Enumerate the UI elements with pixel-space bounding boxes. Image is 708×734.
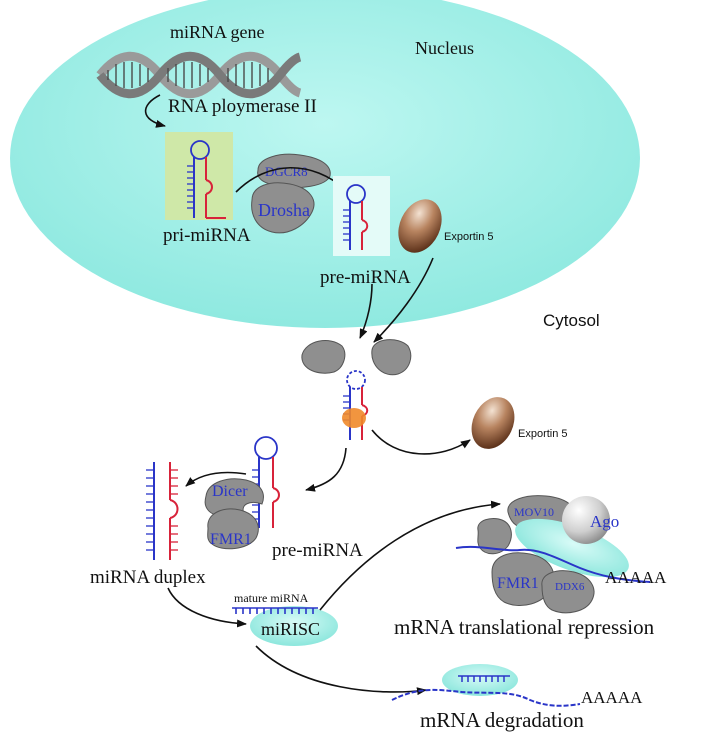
degradation-mirna <box>458 675 510 682</box>
pri-mirna-box <box>165 132 233 220</box>
pre-mirna-hairpin-cytosol <box>252 436 280 528</box>
dicer-label: Dicer <box>212 483 248 500</box>
dgcr8-protein <box>257 153 331 189</box>
nuclear-pore-right <box>371 339 412 376</box>
transcription-arrow <box>144 94 166 128</box>
ago-label: Ago <box>590 512 619 531</box>
mirisc-label: miRISC <box>261 619 320 639</box>
pri-mirna-label: pri-miRNA <box>163 225 251 246</box>
exportin5-mid-label: Exportin 5 <box>518 428 568 440</box>
small-protein <box>477 517 512 555</box>
drosha-label: Drosha <box>258 200 310 220</box>
degradation-arrow <box>255 645 427 696</box>
repression-arrow <box>319 500 501 611</box>
pre-mirna-nucleus-label: pre-miRNA <box>320 267 411 288</box>
translation-risc <box>515 518 629 578</box>
ran-gtp <box>342 408 366 428</box>
mature-mirna-strand <box>232 607 318 614</box>
drosha-protein <box>251 182 315 234</box>
dna-helix <box>96 51 302 99</box>
polya-bottom-label: AAAAA <box>581 688 643 707</box>
export-arrow-2 <box>373 257 434 343</box>
ddx6-label: DDX6 <box>555 581 585 593</box>
mov10-label: MOV10 <box>514 505 554 519</box>
dicer-protein <box>204 478 264 518</box>
exportin5-top-label: Exportin 5 <box>444 231 494 243</box>
fmr1-left-label: FMR1 <box>210 531 252 548</box>
pre-mirna-cytosol-label: pre-miRNA <box>272 540 363 561</box>
rna-pol-label: RNA ploymerase II <box>168 96 317 117</box>
mirna-gene-label: miRNA gene <box>170 22 265 42</box>
exported-pre-mirna <box>343 370 369 440</box>
mirisc-complex <box>250 606 338 646</box>
export-arrow-1 <box>359 283 373 339</box>
nucleus-label: Nucleus <box>415 38 474 58</box>
mirna-duplex <box>146 462 179 560</box>
to-dicer-arrow <box>305 447 347 492</box>
target-mrna-bottom <box>391 688 581 707</box>
target-mrna-top <box>455 545 651 583</box>
exportin-release-arrow <box>371 429 471 455</box>
ago-protein <box>562 496 610 544</box>
exportin5-mid <box>471 397 515 449</box>
exportin5-top <box>398 199 442 253</box>
pri-mirna-hairpin <box>187 140 226 219</box>
polya-top-label: AAAAA <box>605 568 667 587</box>
dicing-arrow <box>185 471 247 487</box>
mature-mirna-label: mature miRNA <box>234 591 309 605</box>
repression-label: mRNA translational repression <box>394 615 655 639</box>
to-mirisc-arrow <box>167 587 247 628</box>
cytosol-label: Cytosol <box>543 311 600 330</box>
degradation-label: mRNA degradation <box>420 708 584 732</box>
nuclear-pore-left <box>301 340 346 374</box>
pre-mirna-hairpin-nucleus <box>343 184 369 250</box>
dgcr8-label: DGCR8 <box>265 164 308 179</box>
mirna-duplex-label: miRNA duplex <box>90 567 206 588</box>
fmr1-right-label: FMR1 <box>497 575 539 592</box>
fmr1-left-protein <box>207 508 259 550</box>
ddx6-protein <box>541 570 595 614</box>
